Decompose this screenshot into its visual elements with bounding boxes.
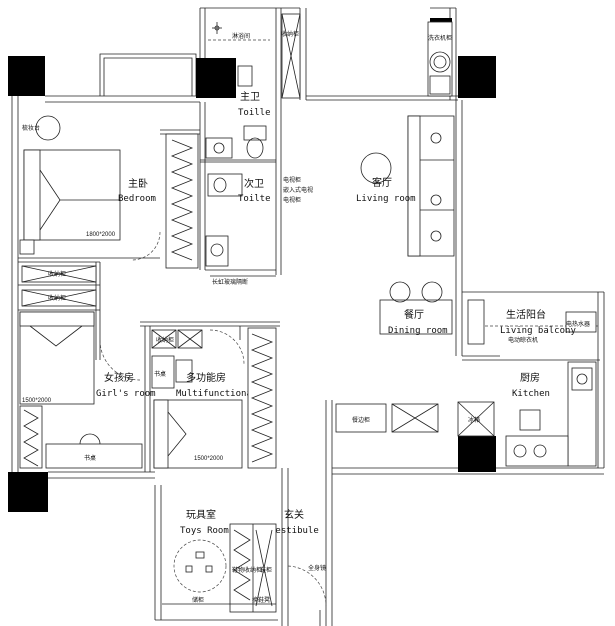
bottom-cabinet-label: 储柜 (192, 596, 204, 604)
girl-desk (45, 433, 143, 469)
main-toilet-fixtures (205, 65, 267, 159)
water-heater-label: 电热水器 (566, 320, 590, 328)
dining-room-cn: 餐厅 (404, 308, 424, 321)
tv-wall-label: 嵌入式电视 (283, 186, 313, 194)
girl-bed-size: 1500*2000 (22, 398, 52, 404)
laundry-cabinet-label: 洗衣机柜 (428, 34, 452, 42)
multi-wardrobe (247, 327, 277, 469)
interior-walls (18, 102, 600, 472)
top-storage-cabinet (281, 13, 301, 99)
toys-rug (173, 539, 227, 593)
dresser-label: 梳妆台 (22, 124, 40, 132)
vestibule-shoe-cabinet (229, 523, 277, 613)
left-storage-cabinets (21, 265, 97, 307)
multi-bed (153, 399, 243, 469)
shower-area (208, 22, 270, 41)
living-room-cn: 客厅 (372, 176, 392, 189)
girl-bed (19, 311, 95, 405)
multifunctional-en: Multifunctional (176, 389, 257, 399)
girls-room-cn: 女孩房 (104, 371, 134, 384)
shoe-cabinet-label: 鞋柜 (260, 566, 272, 574)
toys-room-cn: 玩具室 (186, 508, 216, 521)
kitchen-counters (505, 361, 597, 467)
multi-desk-label: 书桌 (154, 370, 166, 378)
multi-storage-label: 收纳柜 (156, 336, 174, 344)
tv-cabinet-label: 电视柜 (283, 176, 301, 184)
master-bedroom-cn: 主卧 (128, 177, 148, 190)
pillars (8, 18, 496, 512)
master-bed-size: 1800*2000 (86, 232, 116, 238)
dining-table (379, 281, 453, 335)
second-toilet-fixtures (205, 173, 243, 267)
dryer-label: 电动晾衣机 (508, 336, 538, 344)
second-toilet-cn: 次卫 (244, 177, 264, 190)
shoe-storage-label: 鞋物收纳柜 (232, 566, 262, 574)
storage-left-1-label: 收纳柜 (48, 270, 66, 278)
main-toilet-cn: 主卫 (240, 91, 260, 103)
master-door-swing (131, 231, 161, 261)
living-balcony-cn: 生活阳台 (506, 308, 546, 321)
top-storage-label: 收纳柜 (281, 30, 299, 38)
sideboard-label: 餐边柜 (352, 416, 370, 424)
vestibule-cn: 玄关 (284, 508, 304, 521)
laundry-cabinet (427, 21, 453, 97)
multi-storage (151, 329, 203, 349)
multi-door-swing (209, 329, 245, 365)
dining-room-en: Dining room (388, 326, 448, 336)
multifunctional-cn: 多功能房 (186, 371, 226, 384)
multi-bed-size: 1500*2000 (194, 456, 224, 462)
tv-cabinet-label-2: 电视柜 (283, 196, 301, 204)
wardrobe-master (165, 133, 199, 269)
full-mirror-label: 全身镜 (308, 564, 326, 572)
girl-wardrobe (19, 405, 43, 469)
balcony-fixtures (467, 299, 598, 345)
girl-door-swing (99, 339, 141, 381)
shower-label: 淋浴间 (232, 32, 250, 40)
seat-cabinet-label: 换鞋凳 (252, 596, 270, 604)
multi-desk (151, 355, 193, 389)
living-balcony-en: Living balcony (500, 326, 576, 336)
kitchen-cn: 厨房 (520, 371, 540, 384)
second-toilet-en: Toilte (238, 194, 271, 204)
kitchen-en: Kitchen (512, 389, 550, 399)
living-room-en: Living room (356, 194, 416, 204)
vestibule-en: Vestibule (270, 526, 319, 536)
sideboard (335, 403, 439, 433)
girls-room-en: Girl's room (96, 389, 156, 399)
coffee-table (360, 152, 392, 184)
master-bed (23, 149, 121, 241)
storage-left-2-label: 收纳柜 (48, 294, 66, 302)
entry-door-swing (287, 565, 327, 607)
glass-partition-label: 长虹玻璃隔断 (212, 278, 248, 286)
master-bedroom-en: Bedroom (118, 194, 156, 204)
fridge (457, 401, 495, 437)
main-toilet-en: Toille (238, 108, 271, 118)
toys-room-en: Toys Room (180, 526, 229, 536)
fridge-label: 冰箱 (468, 416, 480, 424)
nightstand (19, 239, 35, 255)
sofa (407, 115, 455, 257)
dresser-stool (35, 115, 61, 141)
girl-desk-label: 书桌 (84, 454, 96, 462)
